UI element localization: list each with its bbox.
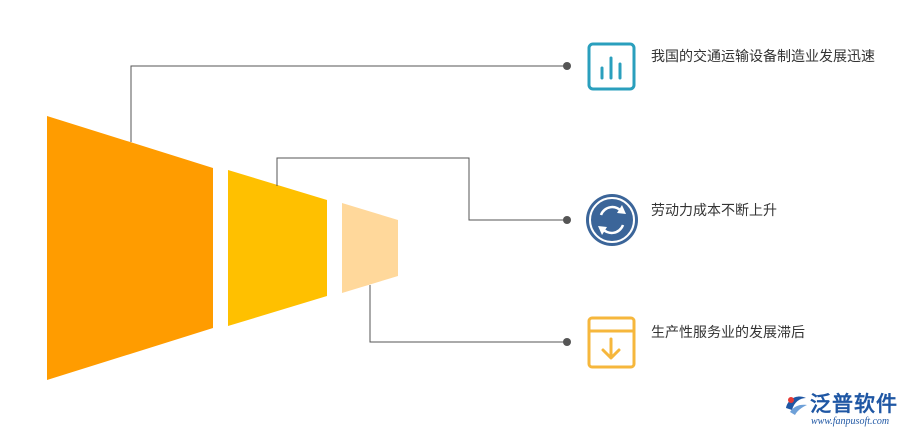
funnel-segment-large bbox=[47, 116, 213, 380]
download-box-icon bbox=[587, 316, 636, 369]
bar-chart-icon bbox=[587, 42, 636, 91]
connector-2 bbox=[276, 157, 567, 221]
connector-dot-3 bbox=[563, 338, 571, 346]
fanpu-logo-icon bbox=[786, 396, 807, 415]
funnel-segment-medium bbox=[228, 170, 327, 326]
refresh-icon bbox=[586, 194, 638, 246]
item-1-label: 我国的交通运输设备制造业发展迅速 bbox=[651, 49, 875, 65]
connector-dot-2 bbox=[563, 216, 571, 224]
logo-name: 泛普软件 bbox=[810, 392, 898, 416]
connector-3 bbox=[369, 285, 567, 343]
item-3-label: 生产性服务业的发展滞后 bbox=[651, 325, 805, 341]
brand-logo: 泛普软件 www.fanpusoft.com bbox=[780, 386, 908, 430]
funnel-segment-small bbox=[342, 203, 398, 293]
connector-1 bbox=[130, 65, 567, 142]
logo-url: www.fanpusoft.com bbox=[811, 416, 890, 427]
item-2-label: 劳动力成本不断上升 bbox=[651, 203, 777, 219]
connector-dot-1 bbox=[563, 62, 571, 70]
